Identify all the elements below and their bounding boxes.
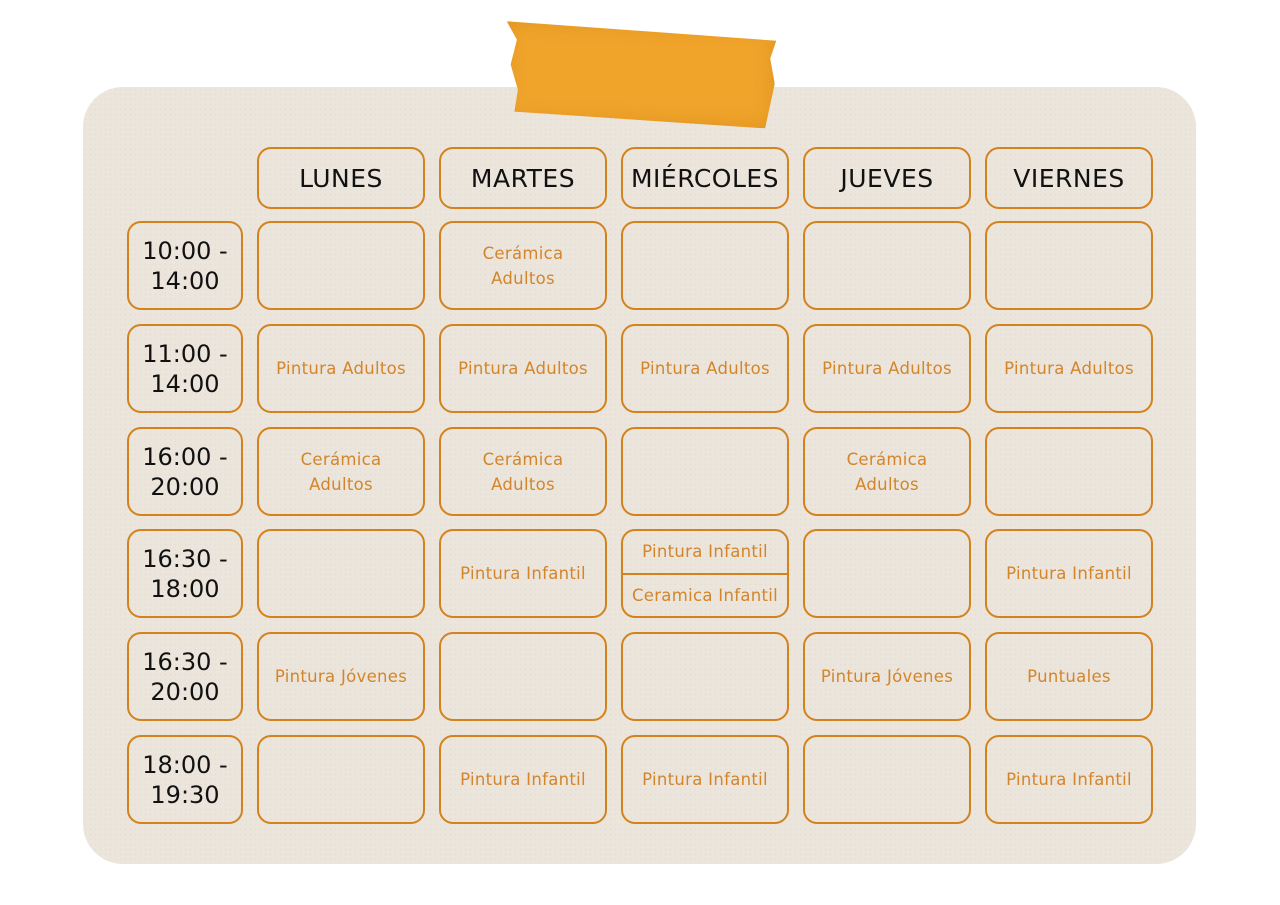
day-header: MARTES <box>439 147 607 209</box>
class-cell: Cerámica Adultos <box>803 427 971 516</box>
class-cell <box>621 427 789 516</box>
time-label: 16:30 - <box>142 544 228 573</box>
class-name: Pintura Infantil <box>642 770 768 789</box>
time-label: 19:30 <box>150 780 220 809</box>
class-slot: Ceramica Infantil <box>623 572 787 617</box>
class-cell <box>621 221 789 310</box>
time-label: 20:00 <box>150 677 220 706</box>
class-cell: Pintura Infantil <box>985 529 1153 618</box>
time-label: 11:00 - <box>142 339 228 368</box>
class-cell <box>803 735 971 824</box>
day-header: JUEVES <box>803 147 971 209</box>
class-name: Puntuales <box>1027 667 1111 686</box>
class-cell: Pintura Jóvenes <box>257 632 425 721</box>
time-label: 14:00 <box>150 266 220 295</box>
time-slot: 11:00 -14:00 <box>127 324 243 413</box>
day-label: LUNES <box>299 163 383 193</box>
time-label: 16:00 - <box>142 442 228 471</box>
class-cell: Pintura Infantil <box>621 735 789 824</box>
day-label: MARTES <box>470 163 576 193</box>
class-cell: Pintura Infantil <box>985 735 1153 824</box>
day-header: LUNES <box>257 147 425 209</box>
class-name: Pintura Infantil <box>1006 770 1132 789</box>
day-header: MIÉRCOLES <box>621 147 789 209</box>
class-name: Cerámica Adultos <box>300 449 382 494</box>
time-slot: 10:00 -14:00 <box>127 221 243 310</box>
class-cell: Pintura Infantil <box>439 529 607 618</box>
day-label: MIÉRCOLES <box>630 163 780 193</box>
class-cell <box>621 632 789 721</box>
class-cell <box>985 221 1153 310</box>
class-slot: Pintura Infantil <box>623 531 787 573</box>
class-cell: Pintura Adultos <box>257 324 425 413</box>
class-cell <box>803 529 971 618</box>
class-cell <box>257 735 425 824</box>
class-name: Pintura Adultos <box>276 359 406 378</box>
time-label: 10:00 - <box>142 236 228 265</box>
day-header: VIERNES <box>985 147 1153 209</box>
class-name: Pintura Jóvenes <box>274 667 408 686</box>
class-cell: Pintura Adultos <box>985 324 1153 413</box>
time-label: 14:00 <box>150 369 220 398</box>
class-cell <box>985 427 1153 516</box>
class-name: Pintura Infantil <box>460 564 586 583</box>
class-name: Cerámica Adultos <box>482 449 564 494</box>
class-name: Pintura Infantil <box>1006 564 1132 583</box>
class-cell: Cerámica Adultos <box>257 427 425 516</box>
class-name: Pintura Adultos <box>458 359 588 378</box>
class-name: Pintura Jóvenes <box>820 667 954 686</box>
time-slot: 16:00 -20:00 <box>127 427 243 516</box>
class-cell <box>257 221 425 310</box>
class-name: Pintura Adultos <box>1004 359 1134 378</box>
class-cell <box>439 632 607 721</box>
time-slot: 16:30 -18:00 <box>127 529 243 618</box>
time-label: 18:00 - <box>142 750 228 779</box>
class-cell <box>257 529 425 618</box>
class-cell: Cerámica Adultos <box>439 221 607 310</box>
class-name: Pintura Adultos <box>822 359 952 378</box>
class-cell: Pintura Infantil <box>439 735 607 824</box>
class-name: Cerámica Adultos <box>846 449 928 494</box>
class-cell: Cerámica Adultos <box>439 427 607 516</box>
day-label: VIERNES <box>1013 163 1125 193</box>
time-slot: 18:00 -19:30 <box>127 735 243 824</box>
class-cell: Puntuales <box>985 632 1153 721</box>
time-label: 18:00 <box>150 574 220 603</box>
time-label: 16:30 - <box>142 647 228 676</box>
class-name: Pintura Infantil <box>460 770 586 789</box>
class-name: Cerámica Adultos <box>482 243 564 288</box>
time-label: 20:00 <box>150 472 220 501</box>
class-name: Ceramica Infantil <box>631 585 779 605</box>
schedule-card <box>83 87 1196 864</box>
class-name: Pintura Infantil <box>642 542 768 562</box>
class-cell: Pintura Jóvenes <box>803 632 971 721</box>
class-cell: Pintura Adultos <box>621 324 789 413</box>
class-cell: Pintura Adultos <box>439 324 607 413</box>
day-label: JUEVES <box>840 163 934 193</box>
class-cell <box>803 221 971 310</box>
class-cell: Pintura Adultos <box>803 324 971 413</box>
class-name: Pintura Adultos <box>640 359 770 378</box>
time-slot: 16:30 -20:00 <box>127 632 243 721</box>
tape-decoration <box>503 19 776 128</box>
